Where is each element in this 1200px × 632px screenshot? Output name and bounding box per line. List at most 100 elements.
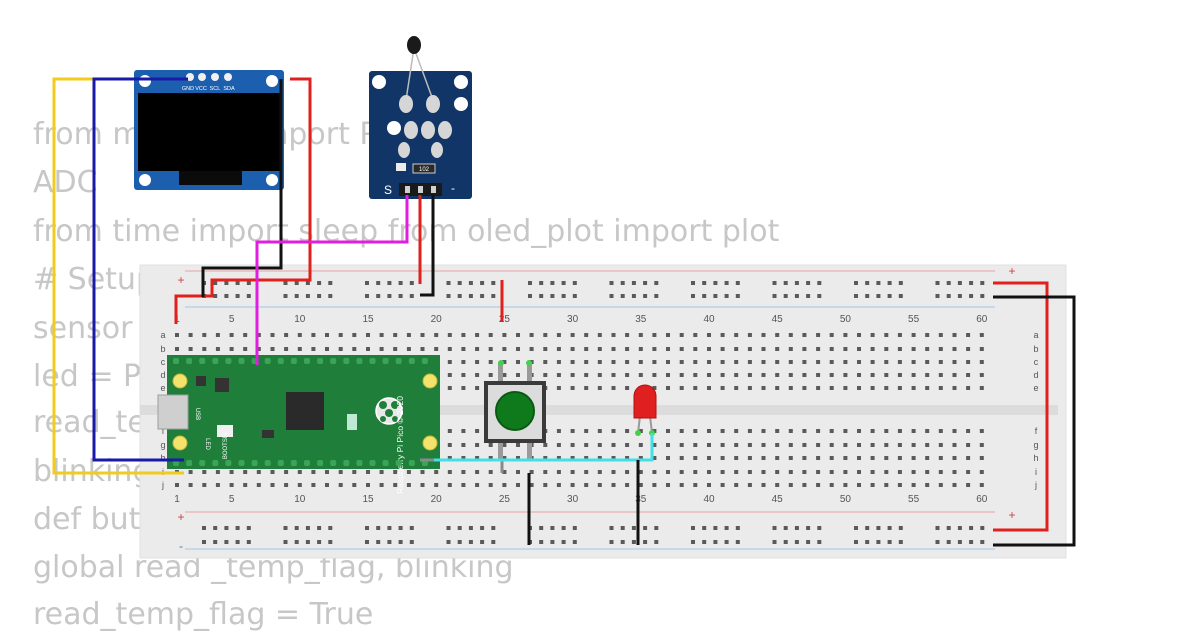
pushbutton-cap[interactable] [495, 391, 535, 431]
breadboard-hole [788, 360, 793, 364]
rp2040-chip [286, 392, 324, 430]
breadboard-hole [806, 540, 811, 544]
breadboard-hole [693, 483, 698, 487]
pushbutton[interactable] [484, 360, 546, 460]
breadboard-hole [570, 333, 575, 337]
breadboard-hole [406, 483, 411, 487]
breadboard-hole [897, 333, 902, 337]
breadboard-hole [366, 470, 370, 474]
breadboard-hole [447, 429, 452, 433]
mounting-hole [172, 435, 188, 451]
breadboard-hole [720, 347, 725, 351]
breadboard-hole [829, 373, 834, 377]
breadboard-hole [475, 373, 480, 377]
breadboard-hole [946, 294, 951, 298]
breadboard-hole [707, 429, 711, 433]
breadboard-hole [829, 429, 834, 433]
breadboard-hole [584, 386, 589, 390]
breadboard-hole [539, 526, 544, 530]
breadboard-hole [788, 333, 793, 337]
breadboard-hole [724, 540, 729, 544]
breadboard-hole [707, 386, 711, 390]
breadboard-hole [270, 470, 275, 474]
breadboard-hole [556, 443, 561, 447]
sensor-mount-hole [454, 97, 468, 111]
breadboard-hole [398, 540, 403, 544]
breadboard-hole [666, 360, 670, 364]
breadboard-hole [625, 373, 630, 377]
breadboard-hole [625, 429, 630, 433]
column-number-label: 60 [976, 314, 988, 325]
breadboard-hole [898, 526, 903, 530]
breadboard-hole [398, 281, 403, 285]
breadboard-hole [283, 281, 288, 285]
breadboard-hole [857, 443, 861, 447]
column-number-label: 25 [499, 314, 511, 325]
breadboard-hole [539, 281, 544, 285]
breadboard-hole [911, 483, 916, 487]
breadboard-hole [393, 333, 398, 337]
breadboard-hole [550, 294, 555, 298]
breadboard-hole [720, 360, 725, 364]
breadboard-hole [570, 443, 575, 447]
breadboard-hole [317, 540, 322, 544]
breadboard-hole [213, 294, 218, 298]
breadboard-hole [488, 456, 493, 460]
sensor-pad [426, 95, 440, 113]
breadboard-hole [294, 281, 299, 285]
sensor-pad [404, 121, 418, 139]
column-number-label: 55 [908, 314, 920, 325]
row-letter-label: a [160, 330, 165, 340]
breadboard-hole [884, 483, 889, 487]
sensor-signal-label: S [384, 183, 392, 197]
breadboard-hole [352, 470, 357, 474]
oled-display[interactable]: GND VCC SCL SDA [134, 70, 284, 190]
temperature-sensor-module[interactable]: 102 S - [369, 36, 472, 199]
breadboard-hole [638, 429, 643, 433]
bootsel-button[interactable] [217, 425, 233, 437]
breadboard-hole [802, 456, 807, 460]
breadboard-hole [747, 443, 752, 447]
breadboard-hole [393, 483, 398, 487]
sensor-pad [421, 121, 435, 139]
breadboard-hole [775, 333, 780, 337]
breadboard-hole [528, 281, 532, 285]
sensor-header-pin [418, 186, 423, 193]
breadboard-hole [870, 360, 875, 364]
breadboard-hole [734, 373, 739, 377]
breadboard-hole [816, 347, 821, 351]
row-letter-label: h [160, 453, 165, 463]
breadboard-hole [693, 429, 698, 433]
breadboard-hole [365, 294, 369, 298]
breadboard-hole [366, 333, 370, 337]
oled-mount-hole [139, 174, 151, 186]
breadboard-hole [979, 386, 984, 390]
breadboard-hole [720, 483, 725, 487]
breadboard-hole [897, 373, 902, 377]
breadboard-hole [379, 333, 384, 337]
breadboard-hole [761, 333, 766, 337]
breadboard-hole [775, 443, 780, 447]
breadboard-hole [691, 294, 695, 298]
breadboard-hole [911, 470, 916, 474]
breadboard-hole [502, 456, 507, 460]
breadboard-hole [843, 483, 848, 487]
breadboard-hole [720, 470, 725, 474]
raspberry-pi-pico[interactable]: Raspberry Pi Pico © 2020 USB BOOTSEL LED [157, 355, 440, 494]
breadboard-hole [693, 347, 698, 351]
breadboard-hole [884, 470, 889, 474]
breadboard-hole [488, 443, 493, 447]
breadboard-hole [283, 294, 288, 298]
breadboard-hole [666, 429, 670, 433]
breadboard-hole [328, 526, 333, 530]
breadboard-hole [702, 294, 707, 298]
breadboard-hole [925, 429, 930, 433]
breadboard-hole [817, 294, 822, 298]
breadboard-hole [870, 373, 875, 377]
breadboard-hole [734, 347, 739, 351]
breadboard-hole [188, 333, 193, 337]
breadboard-hole [957, 526, 962, 530]
sensor-mount-hole [372, 75, 386, 89]
breadboard-hole [898, 281, 903, 285]
led[interactable] [633, 384, 657, 436]
